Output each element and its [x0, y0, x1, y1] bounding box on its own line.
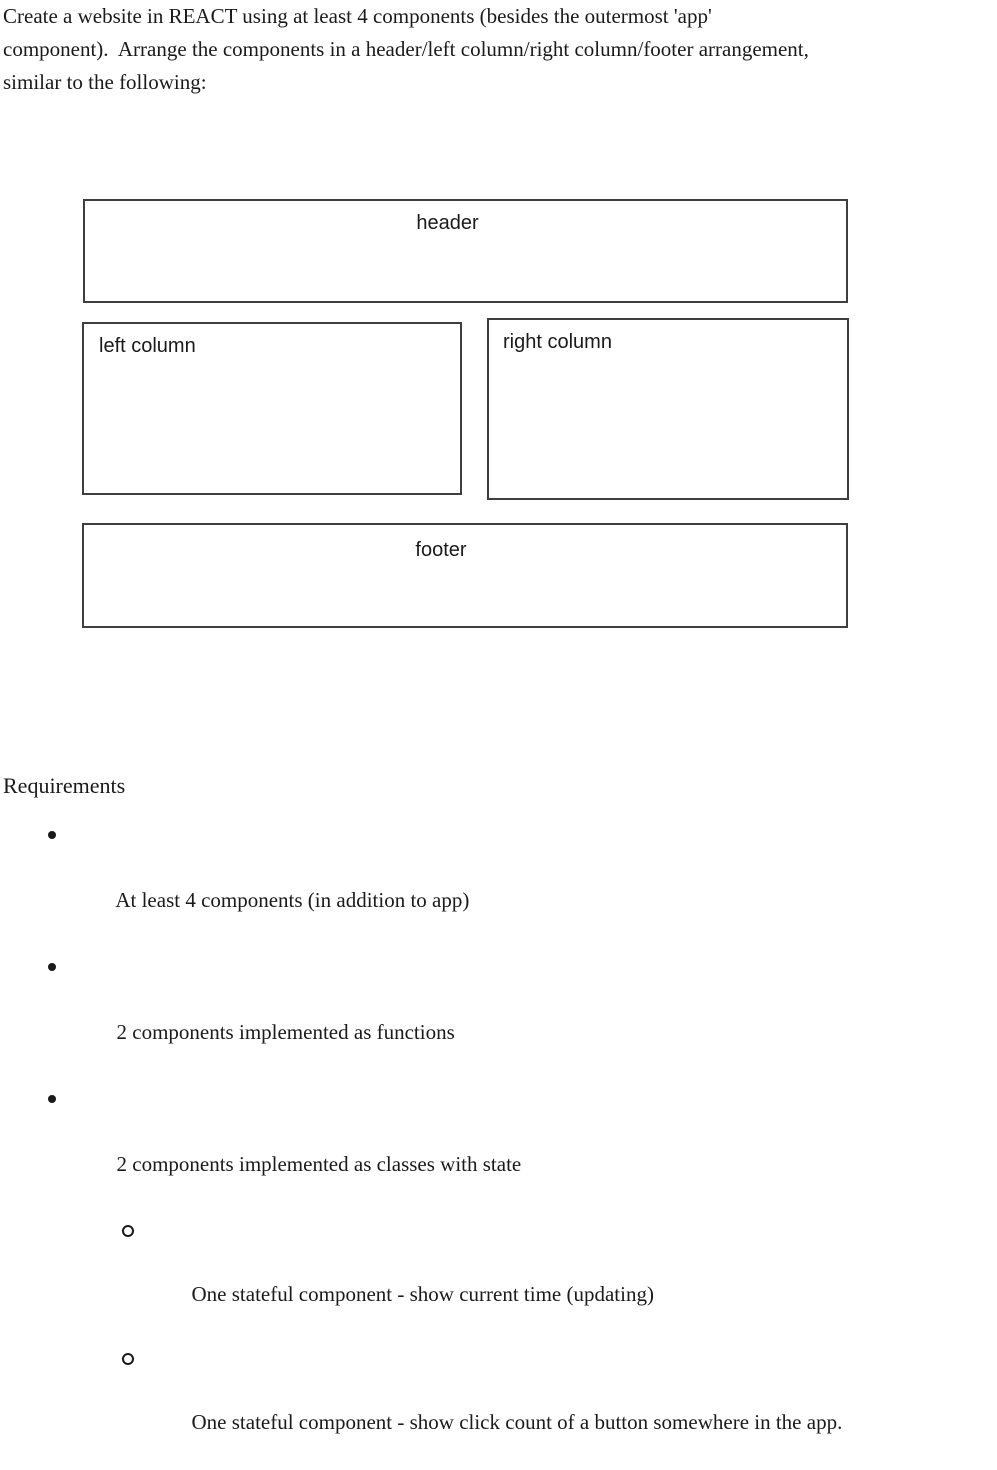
bullet-dot-icon: [48, 831, 56, 839]
diagram-footer-box: footer: [82, 523, 848, 628]
diagram-right-column-label: right column: [503, 331, 612, 353]
diagram-left-column-label: left column: [99, 335, 196, 357]
sub-list-item: One stateful component - show click coun…: [0, 1342, 997, 1470]
requirements-section: Requirements At least 4 components (in a…: [0, 769, 997, 1470]
list-item-text: One stateful component - show current ti…: [191, 1282, 654, 1306]
list-item-text: At least 4 components (in addition to ap…: [115, 888, 470, 912]
intro-line: similar to the following:: [3, 70, 207, 94]
list-item-text: One stateful component - show click coun…: [191, 1410, 843, 1434]
list-item: 2 components implemented as functions: [0, 950, 997, 1082]
assignment-document: { "colors": { "background": "#ffffff", "…: [3, 0, 997, 1434]
list-item-text: 2 components implemented as classes with…: [116, 1152, 522, 1176]
diagram-header-box: header: [83, 199, 848, 303]
list-item: 2 components implemented as classes with…: [0, 1082, 997, 1214]
list-item-text: 2 components implemented as functions: [116, 1020, 455, 1044]
diagram-left-column-box: left column: [82, 322, 462, 495]
requirements-title: Requirements: [3, 773, 126, 798]
sub-list-item: One stateful component - show current ti…: [0, 1214, 997, 1342]
requirements-list: At least 4 components (in addition to ap…: [0, 818, 997, 1470]
intro-line: Create a website in REACT using at least…: [3, 4, 712, 28]
list-item: At least 4 components (in addition to ap…: [0, 818, 997, 950]
intro-line: component). Arrange the components in a …: [3, 37, 809, 61]
intro-paragraph: Create a website in REACT using at least…: [3, 0, 997, 99]
hollow-bullet-icon: [122, 1353, 134, 1365]
bullet-dot-icon: [48, 963, 56, 971]
diagram-header-label: header: [416, 212, 479, 234]
bullet-dot-icon: [48, 1095, 56, 1103]
diagram-footer-label: footer: [415, 539, 467, 561]
diagram-right-column-box: right column: [487, 318, 849, 500]
hollow-bullet-icon: [122, 1225, 134, 1237]
